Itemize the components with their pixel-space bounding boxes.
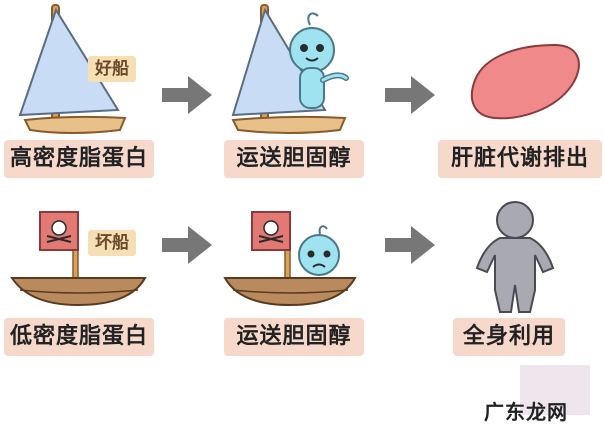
watermark-text: 广东龙网 <box>484 400 568 424</box>
label-hdl: 高密度脂蛋白 <box>4 140 154 178</box>
bad-ship-icon <box>10 211 147 307</box>
liver-icon <box>470 43 580 120</box>
bad-ship-with-mascot-icon <box>223 211 357 307</box>
label-transport-cholesterol-2: 运送胆固醇 <box>224 318 364 356</box>
label-whole-body-use: 全身利用 <box>453 318 565 356</box>
arrow-icon <box>385 76 435 114</box>
good-ship-with-mascot-icon <box>231 4 347 134</box>
cholesterol-mascot-icon <box>289 12 349 109</box>
arrow-icon <box>385 226 435 264</box>
label-liver-excretion: 肝脏代谢排出 <box>438 140 602 178</box>
person-silhouette-icon <box>475 201 555 313</box>
label-transport-cholesterol-1: 运送胆固醇 <box>224 140 364 178</box>
ship-tag-bad: 坏船 <box>88 230 136 256</box>
good-ship-icon <box>18 4 127 134</box>
watermark-graphic <box>520 365 590 415</box>
arrow-icon <box>162 76 212 114</box>
arrow-icon <box>162 226 212 264</box>
ship-tag-good: 好船 <box>88 56 136 82</box>
label-ldl: 低密度脂蛋白 <box>4 318 154 356</box>
